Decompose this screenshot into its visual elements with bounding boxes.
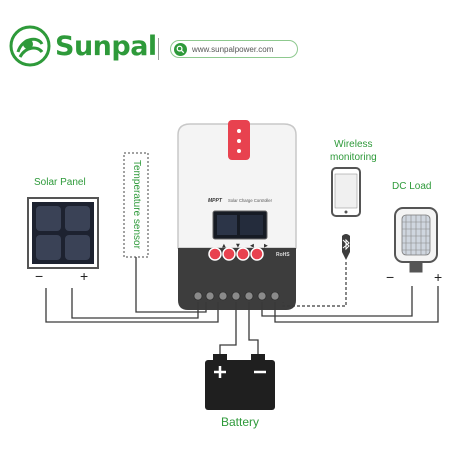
- brand-name: Sunpal: [55, 30, 157, 62]
- rohs-mark: RoHS: [276, 252, 290, 258]
- label-wireless-line1: Wireless: [334, 139, 373, 150]
- svg-text:▼: ▼: [236, 243, 240, 249]
- solar-minus-sign: −: [35, 268, 44, 284]
- label-solar-panel: Solar Panel: [34, 177, 86, 188]
- battery: [205, 354, 275, 410]
- label-dc-load: DC Load: [392, 181, 432, 192]
- label-wireless-line2: monitoring: [330, 152, 377, 163]
- brand-separator: [158, 38, 159, 60]
- wire-battery-negative: [248, 302, 259, 354]
- label-battery: Battery: [221, 415, 260, 429]
- url-text: www.sunpalpower.com: [192, 44, 274, 54]
- svg-text:▶: ▶: [264, 243, 268, 249]
- dc-load-lamp: [394, 207, 438, 273]
- wire-load-positive: [274, 286, 439, 323]
- label-temperature-sensor: Temperature sensor: [131, 160, 142, 249]
- wire-temp-sensor: [135, 257, 207, 313]
- controller-subtitle: Solar Charge Controller: [228, 198, 273, 203]
- solar-plus-sign: +: [80, 268, 89, 284]
- solar-panel: [27, 197, 99, 269]
- sunpal-logo-icon: [9, 25, 51, 67]
- terminals: [193, 291, 280, 301]
- search-icon: [174, 42, 187, 56]
- controller-model: MPPT: [208, 198, 223, 204]
- load-plus-sign: +: [434, 269, 443, 285]
- wire-solar-negative: [45, 288, 219, 323]
- brand-header: Sunpal: [8, 24, 157, 68]
- load-minus-sign: −: [386, 269, 395, 285]
- url-pill[interactable]: www.sunpalpower.com: [170, 40, 298, 58]
- bluetooth-icon: [342, 234, 350, 260]
- wire-solar-positive: [71, 288, 199, 319]
- controller-buttons: [208, 247, 264, 261]
- wire-wireless-dashed: [282, 262, 347, 307]
- svg-text:◀: ◀: [250, 243, 254, 249]
- label-wireless-monitoring: Wireless monitoring: [330, 138, 377, 164]
- wire-load-negative: [261, 286, 413, 317]
- wire-battery-positive: [219, 302, 237, 354]
- charge-controller: MPPT Solar Charge Controller ▲ ▼ ◀ ▶ RoH…: [177, 120, 297, 310]
- phone: [331, 167, 361, 217]
- svg-text:▲: ▲: [222, 243, 226, 249]
